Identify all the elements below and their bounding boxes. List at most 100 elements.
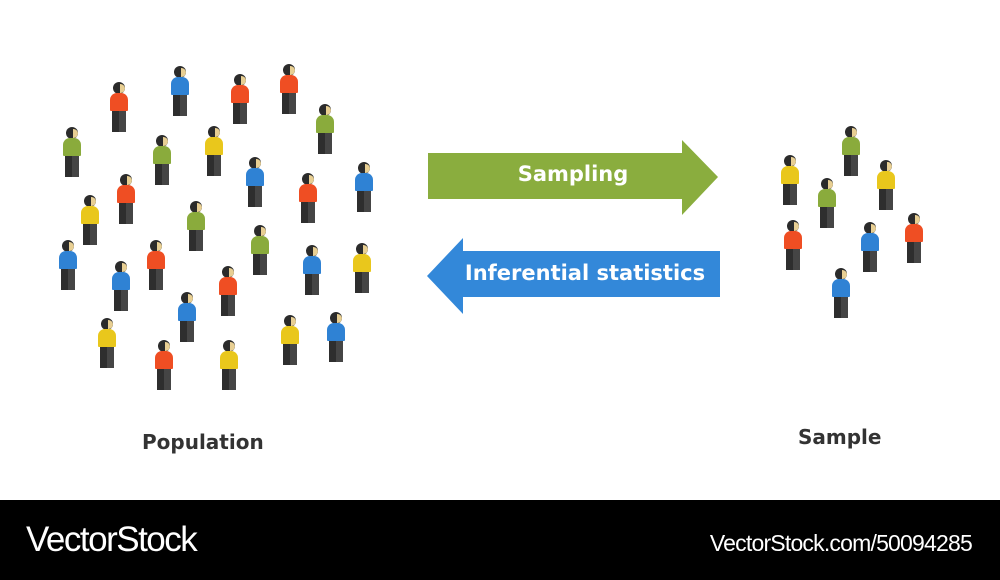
person-figure (316, 104, 334, 154)
person-head (190, 201, 202, 213)
person-torso (147, 251, 165, 269)
person-figure (153, 135, 171, 185)
sampling-arrow-shape (428, 140, 718, 215)
person-face (108, 320, 113, 329)
person-figure (63, 127, 81, 177)
person-figure (355, 162, 373, 212)
person-torso (355, 173, 373, 191)
person-head (223, 340, 235, 352)
person-head (845, 126, 857, 138)
person-figure (303, 245, 321, 295)
person-legs (283, 344, 297, 365)
person-legs (834, 297, 848, 318)
person-torso (246, 168, 264, 186)
person-face (181, 68, 186, 77)
person-torso (153, 146, 171, 164)
person-torso (353, 254, 371, 272)
person-figure (251, 225, 269, 275)
person-head (120, 174, 132, 186)
person-figure (110, 82, 128, 132)
person-head (821, 178, 833, 190)
person-figure (205, 126, 223, 176)
person-head (356, 243, 368, 255)
person-face (365, 164, 370, 173)
person-head (62, 240, 74, 252)
person-face (291, 317, 296, 326)
person-head (319, 104, 331, 116)
person-legs (305, 274, 319, 295)
person-legs (155, 164, 169, 185)
person-torso (220, 351, 238, 369)
person-figure (327, 312, 345, 362)
person-torso (231, 85, 249, 103)
person-head (864, 222, 876, 234)
person-figure (832, 268, 850, 318)
person-head (284, 315, 296, 327)
person-legs (907, 242, 921, 263)
person-face (91, 197, 96, 206)
person-legs (786, 249, 800, 270)
person-figure (842, 126, 860, 176)
inference-arrow-shape (427, 238, 720, 314)
person-figure (187, 201, 205, 251)
person-figure (98, 318, 116, 368)
image-url: VectorStock.com/50094285 (709, 530, 973, 556)
person-figure (155, 340, 173, 390)
person-legs (318, 133, 332, 154)
person-head (249, 157, 261, 169)
person-torso (316, 115, 334, 133)
person-face (794, 222, 799, 231)
person-torso (818, 189, 836, 207)
person-face (197, 203, 202, 212)
person-face (241, 76, 246, 85)
sample-label: Sample (798, 425, 882, 449)
person-face (163, 137, 168, 146)
person-figure (246, 157, 264, 207)
person-figure (81, 195, 99, 245)
person-torso (98, 329, 116, 347)
person-torso (81, 206, 99, 224)
person-figure (877, 160, 895, 210)
person-legs (119, 203, 133, 224)
person-figure (171, 66, 189, 116)
person-torso (187, 212, 205, 230)
person-torso (784, 231, 802, 249)
person-head (222, 266, 234, 278)
person-torso (251, 236, 269, 254)
person-legs (248, 186, 262, 207)
person-head (208, 126, 220, 138)
person-legs (173, 95, 187, 116)
person-figure (280, 64, 298, 114)
person-legs (100, 347, 114, 368)
person-legs (221, 295, 235, 316)
person-figure (219, 266, 237, 316)
person-torso (281, 326, 299, 344)
person-face (256, 159, 261, 168)
person-figure (784, 220, 802, 270)
person-legs (222, 369, 236, 390)
person-face (73, 129, 78, 138)
person-face (915, 215, 920, 224)
person-legs (157, 369, 171, 390)
person-head (156, 135, 168, 147)
person-figure (59, 240, 77, 290)
person-head (174, 66, 186, 78)
person-legs (207, 155, 221, 176)
person-face (871, 224, 876, 233)
person-face (852, 128, 857, 137)
person-face (828, 180, 833, 189)
person-torso (842, 137, 860, 155)
person-face (165, 342, 170, 351)
person-head (302, 173, 314, 185)
person-legs (863, 251, 877, 272)
person-figure (178, 292, 196, 342)
person-legs (355, 272, 369, 293)
person-legs (844, 155, 858, 176)
person-head (84, 195, 96, 207)
person-legs (783, 184, 797, 205)
person-torso (219, 277, 237, 295)
person-head (66, 127, 78, 139)
person-head (181, 292, 193, 304)
person-figure (861, 222, 879, 272)
person-figure (220, 340, 238, 390)
